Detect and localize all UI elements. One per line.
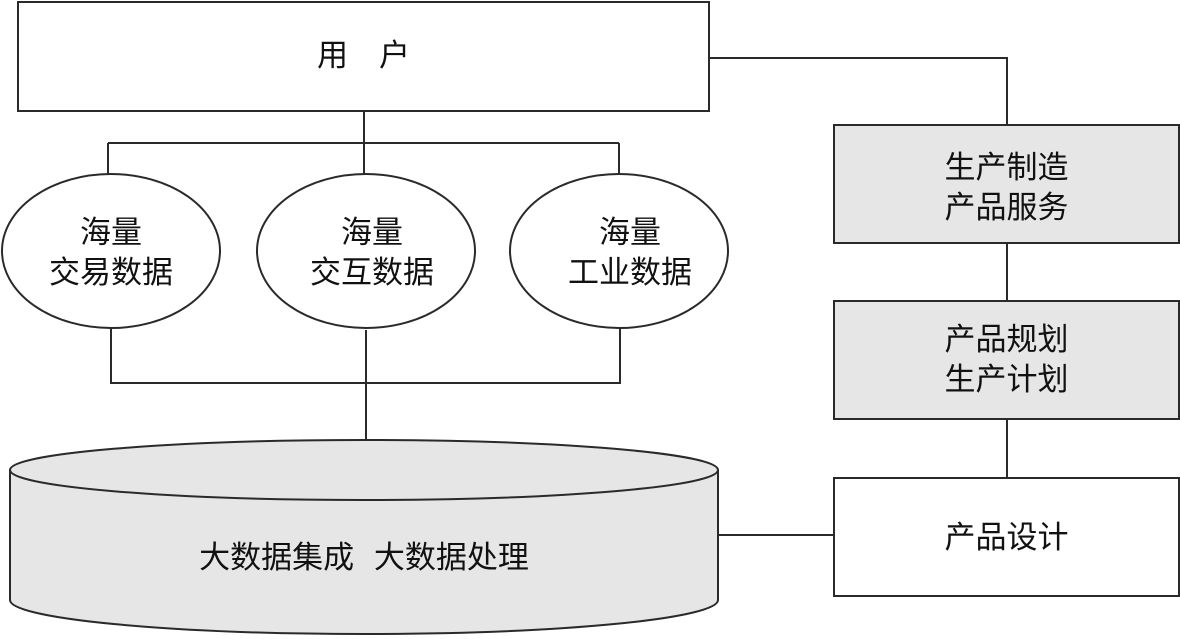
- industrial-data-label: 海量 工业数据: [530, 213, 730, 293]
- planning-schedule-label: 产品规划 生产计划: [834, 320, 1179, 400]
- product-design-label: 产品设计: [944, 520, 1069, 556]
- manufacturing-line: 生产制造: [944, 150, 1069, 186]
- product-design-box: [833, 477, 1180, 597]
- database-cylinder-body: [9, 470, 719, 635]
- interaction-data-line2: 交互数据: [310, 255, 434, 291]
- industrial-data-line1: 海量: [599, 215, 661, 251]
- user-box: [17, 1, 710, 112]
- database-cylinder-top: [9, 439, 719, 501]
- database-cylinder: [9, 439, 719, 635]
- interaction-data-ellipse: [256, 173, 476, 329]
- trade-data-ellipse: [1, 173, 221, 329]
- manufacturing-service-box: [833, 124, 1180, 244]
- industrial-data-ellipse: [509, 173, 729, 329]
- user-label: 用 户: [317, 38, 410, 74]
- trade-data-label: 海量 交易数据: [11, 213, 211, 293]
- trade-data-line2: 交易数据: [49, 255, 173, 291]
- user-to-right-connector: [709, 57, 1008, 125]
- production-schedule-line: 生产计划: [944, 362, 1069, 398]
- planning-schedule-box: [833, 300, 1180, 420]
- interaction-data-label: 海量 交互数据: [272, 213, 472, 293]
- product-service-line: 产品服务: [944, 190, 1069, 226]
- product-planning-line: 产品规划: [944, 322, 1069, 358]
- industrial-data-line2: 工业数据: [568, 255, 692, 291]
- database-label: 大数据集成 大数据处理: [199, 540, 529, 576]
- connectors: [107, 57, 1008, 536]
- manufacturing-service-label: 生产制造 产品服务: [834, 148, 1179, 228]
- interaction-data-line1: 海量: [341, 215, 403, 251]
- trade-data-line1: 海量: [80, 215, 142, 251]
